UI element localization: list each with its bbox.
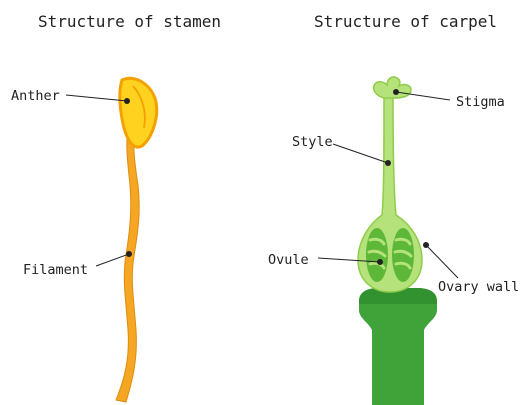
anther-leader [66, 95, 127, 101]
stigma [374, 77, 411, 98]
style-dot [385, 160, 391, 166]
ovule-dot [377, 259, 383, 265]
carpel: Stigma Style Ovule Ovary wall [268, 77, 519, 405]
stamen: Anther Filament [11, 78, 157, 402]
filament [116, 115, 139, 402]
ovary-wall-dot [423, 242, 429, 248]
carpel-title: Structure of carpel [314, 12, 497, 31]
filament-dot [126, 251, 132, 257]
ovary-wall-leader [426, 245, 458, 278]
style-label: Style [292, 134, 333, 150]
style-leader [333, 144, 388, 163]
stalk [359, 288, 437, 405]
filament-label: Filament [23, 262, 88, 278]
ovule-label: Ovule [268, 252, 309, 268]
anther-dot [124, 98, 130, 104]
anther [120, 78, 157, 147]
ovary-wall-label: Ovary wall [438, 279, 519, 295]
anther-label: Anther [11, 88, 60, 104]
stigma-dot [393, 89, 399, 95]
stamen-title: Structure of stamen [38, 12, 221, 31]
stigma-label: Stigma [456, 94, 505, 110]
filament-leader [96, 254, 129, 266]
